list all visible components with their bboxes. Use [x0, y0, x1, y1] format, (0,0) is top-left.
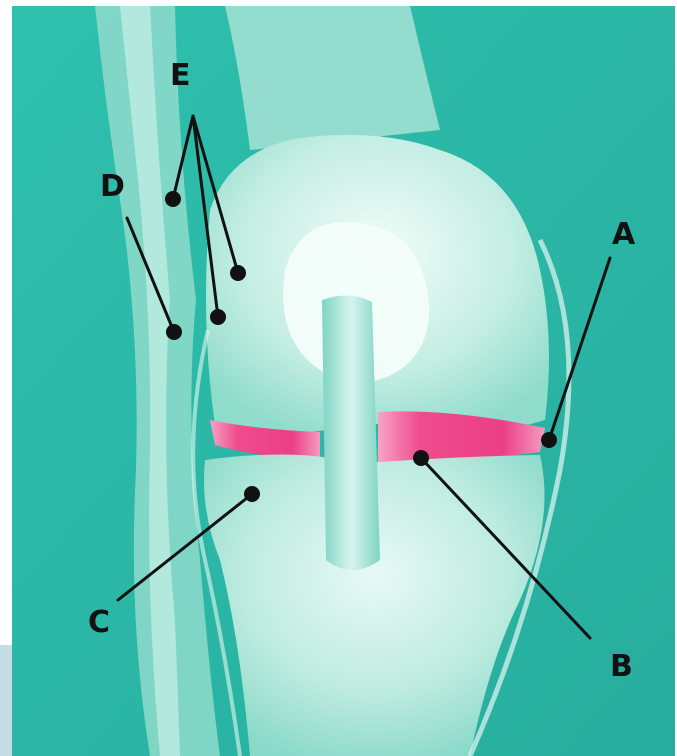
pointer-dot-e2 [210, 309, 226, 325]
pointer-dot-e3 [230, 265, 246, 281]
label-a: A [612, 217, 636, 252]
pointer-dot-e1 [165, 191, 181, 207]
femur-shaft [225, 6, 440, 150]
pointer-dot-c [244, 486, 260, 502]
label-e: E [170, 58, 191, 93]
pointer-dot-d [166, 324, 182, 340]
cruciate-ligament [322, 295, 380, 570]
label-d: D [100, 169, 125, 204]
pointer-dot-b [413, 450, 429, 466]
label-b: B [610, 649, 633, 684]
label-c: C [88, 605, 110, 640]
pointer-dot-a [541, 432, 557, 448]
